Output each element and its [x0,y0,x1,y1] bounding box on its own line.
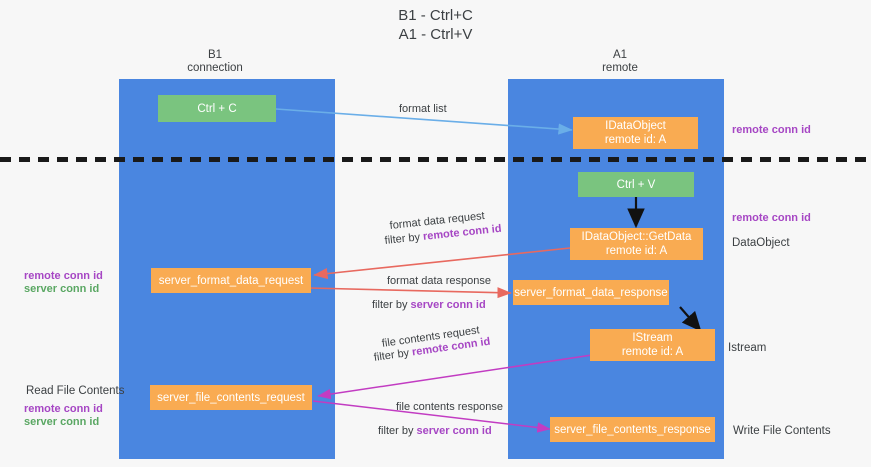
left-label-server-conn-id-bottom: server conn id [24,416,100,428]
node-server-format-data-request[interactable]: server_format_data_request [151,268,311,293]
arrow-format-data-request [313,247,571,280]
caption-file-contents-response: file contents response [396,401,504,413]
column-header-a1: A1 remote [555,49,685,75]
node-ctrl-c[interactable]: Ctrl + C [158,95,276,122]
right-label-dataobject: DataObject [732,237,790,249]
column-header-a1-name: A1 [612,49,628,61]
caption-format-list: format list [399,103,447,115]
right-label-istream: Istream [728,342,767,354]
node-server-format-data-response-label: server_format_data_response [514,286,668,299]
node-server-file-contents-response-label: server_file_contents_response [554,423,711,436]
column-header-b1-name: B1 [207,49,223,61]
node-getdata-line1: IDataObject::GetData [581,231,692,243]
node-idataobject-line1: IDataObject [605,120,666,132]
column-header-b1: B1 connection [150,49,280,75]
node-istream-line2: remote id: A [621,346,684,358]
caption-format-data-response-filter: filter by server conn id [372,298,486,312]
node-server-file-contents-response[interactable]: server_file_contents_response [550,417,715,442]
node-idataobject-getdata[interactable]: IDataObject::GetData remote id: A [570,228,703,260]
caption-fcres-filter-prefix: filter by [378,425,417,437]
left-label-remote-conn-id-mid: remote conn id [24,270,103,282]
node-getdata-line2: remote id: A [605,245,668,257]
node-idataobject[interactable]: IDataObject remote id: A [573,117,698,149]
caption-fdres-filter-prefix: filter by [372,299,411,311]
left-label-server-conn-id-mid: server conn id [24,283,100,295]
caption-fdreq-filter-prefix: filter by [384,230,424,247]
caption-fdres-filter-key: server conn id [410,299,486,311]
caption-file-contents-response-filter: filter by server conn id [378,424,492,438]
node-server-format-data-request-label: server_format_data_request [158,274,304,287]
title-line-1: B1 - Ctrl+C [398,7,473,24]
node-server-file-contents-request[interactable]: server_file_contents_request [150,385,312,410]
right-label-write-file-contents: Write File Contents [733,425,831,437]
left-label-read-file-contents: Read File Contents [26,385,125,397]
arrow-format-list [275,108,573,135]
right-label-remote-conn-id-top: remote conn id [732,124,811,136]
column-header-b1-sub: connection [187,62,243,74]
caption-format-data-response: format data response [387,275,491,287]
right-label-remote-conn-id-mid: remote conn id [732,212,811,224]
node-ctrl-v[interactable]: Ctrl + V [578,172,694,197]
node-istream[interactable]: IStream remote id: A [590,329,715,361]
node-server-file-contents-request-label: server_file_contents_request [157,391,305,404]
arrow-file-contents-response [312,400,551,433]
phase-divider [0,157,871,162]
left-label-remote-conn-id-bottom: remote conn id [24,403,103,415]
diagram-title: B1 - Ctrl+C A1 - Ctrl+V [0,6,871,44]
node-istream-line1: IStream [632,332,673,344]
arrow-response-to-istream [679,306,702,332]
caption-fcres-filter-key: server conn id [416,425,492,437]
arrow-file-contents-request [317,354,593,400]
column-header-a1-sub: remote [602,62,638,74]
node-ctrl-c-label: Ctrl + C [197,102,237,115]
node-ctrl-v-label: Ctrl + V [616,178,656,191]
node-idataobject-line2: remote id: A [604,134,667,146]
node-server-format-data-response[interactable]: server_format_data_response [513,280,669,305]
arrow-format-data-response [309,287,512,299]
title-line-2: A1 - Ctrl+V [398,26,473,43]
